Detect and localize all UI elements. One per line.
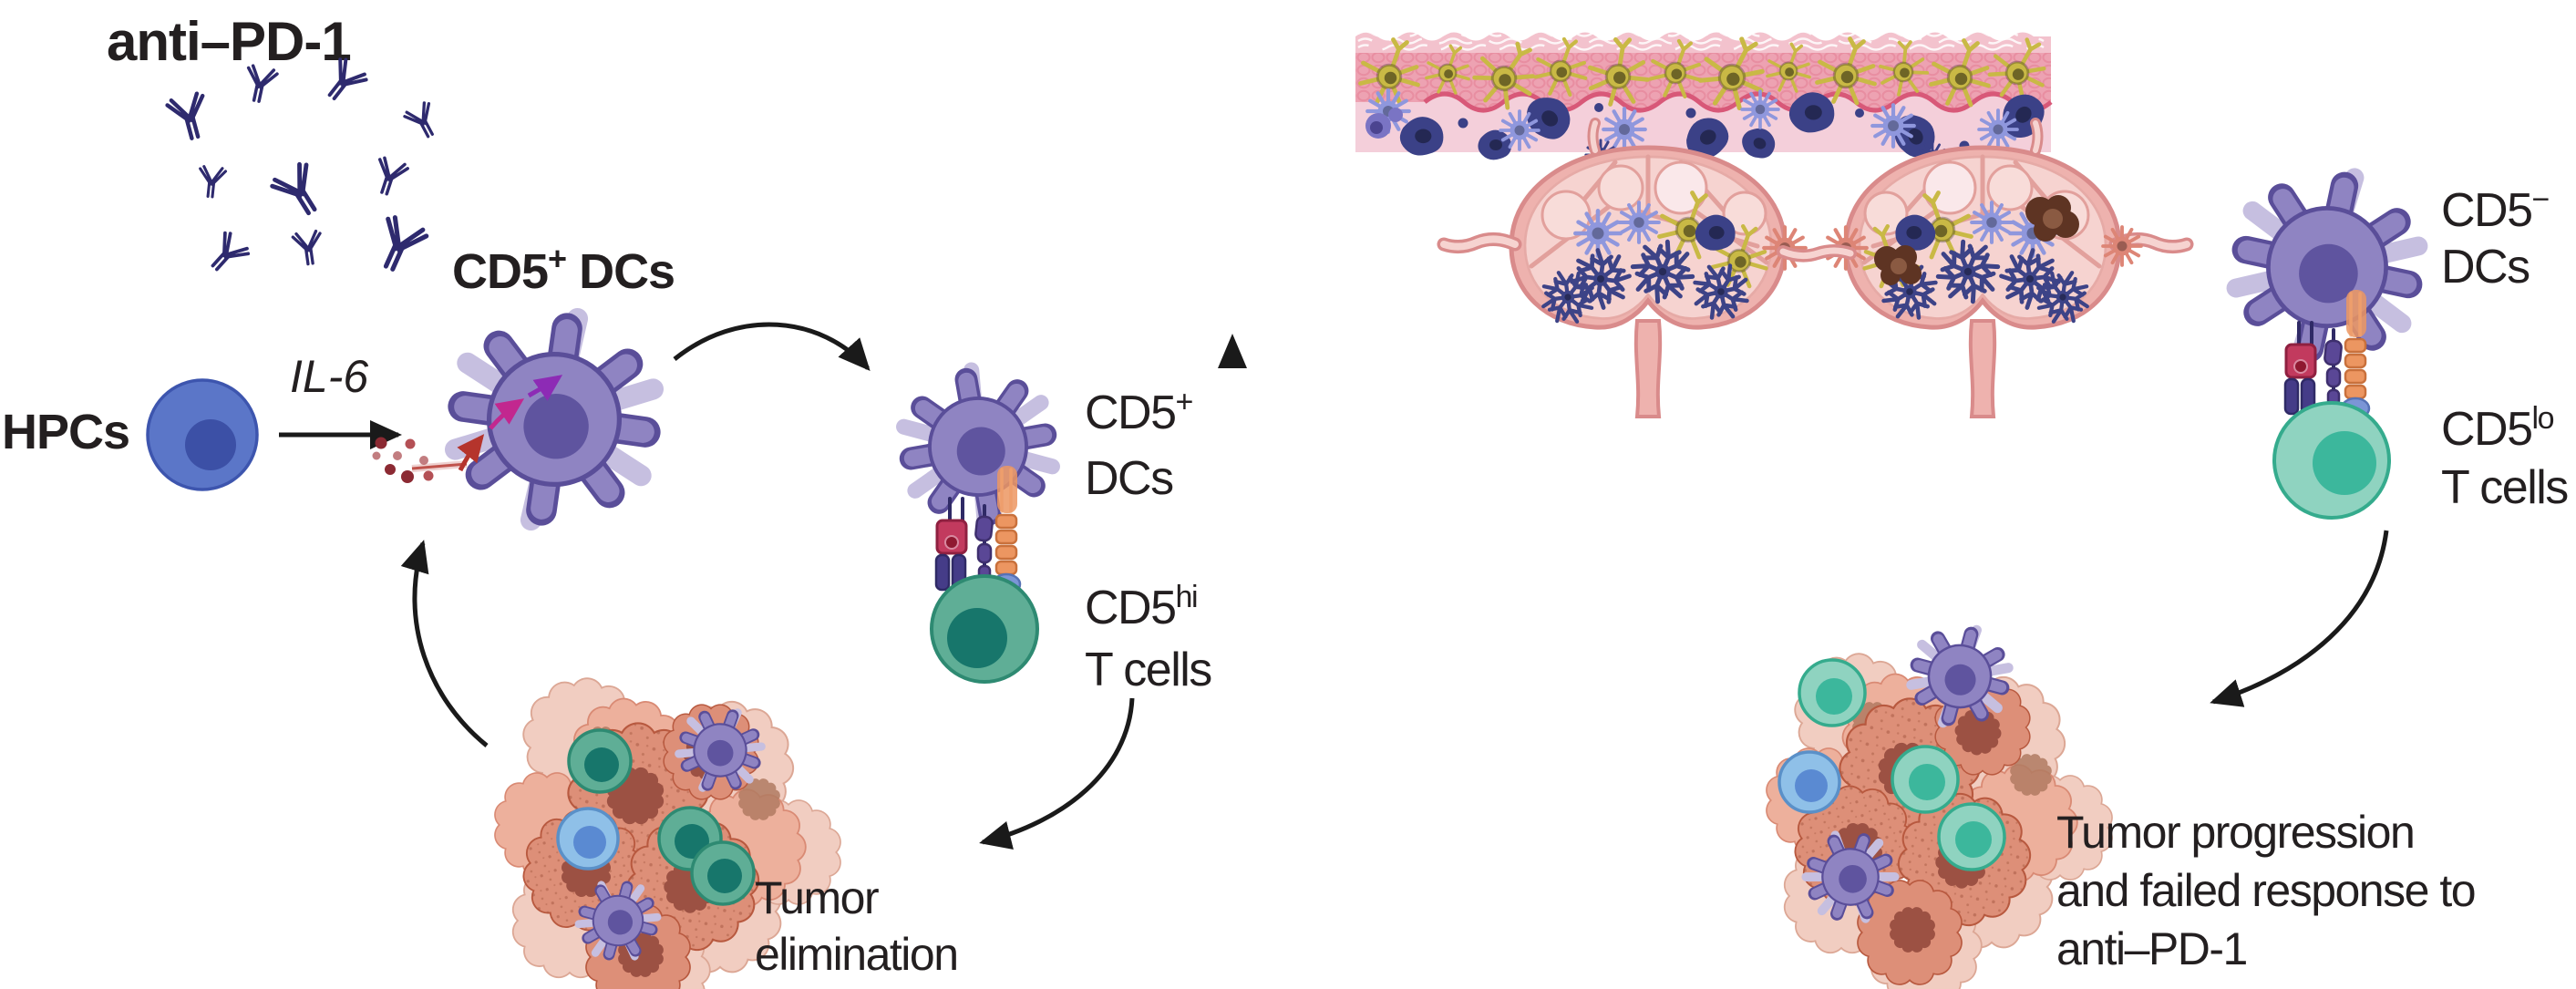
increase-arrow (1218, 334, 1247, 448)
dermal-macrophage (1365, 108, 1403, 139)
il6-label: IL-6 (290, 351, 368, 402)
cd5hi-label-line1: CD5hi (1085, 580, 1197, 634)
hpcs-label: HPCs (2, 405, 129, 459)
blue-immune-cell (1777, 750, 1841, 814)
cd5lo-label-line1: CD5lo (2441, 401, 2554, 456)
signal-arrow-red (457, 434, 485, 472)
antibody-swarm (167, 55, 444, 280)
cd5-dcs-small-label-line2: DCs (1085, 452, 1173, 505)
cd5hi-t-cell-infiltrate (567, 728, 756, 906)
cd5-dcs-small-label-line1: CD5+ (1085, 385, 1193, 439)
tumor-elimination-label-line2: elimination (755, 929, 958, 980)
arrow-tumor-to-dc (400, 540, 489, 747)
arrow-pair-to-tumor (979, 697, 1135, 850)
cd5neg-label-line1: CD5− (2441, 182, 2550, 237)
lymph-node-right (1825, 123, 2187, 417)
tumor-progression-label-line2: and failed response to (2056, 865, 2475, 916)
arrow-dc-to-pair (673, 322, 871, 371)
tumor-eliminated (491, 662, 841, 989)
anti-pd1-title: anti–PD-1 (107, 11, 351, 72)
tumor-progressing (1763, 617, 2113, 989)
cd5neg-label-line2: DCs (2441, 241, 2530, 294)
dermal-immune-cells (1365, 86, 2053, 172)
hpc-cell (146, 378, 259, 491)
tumor-progression-label-line3: anti–PD-1 (2056, 923, 2247, 974)
tumor-elimination-label-line1: Tumor (755, 872, 879, 923)
lymph-node-metastasis (1874, 195, 2079, 285)
signal-arrow-magenta (489, 398, 525, 430)
tumor-progression-label-line1: Tumor progression (2056, 807, 2414, 858)
signal-arrow-purple (527, 375, 563, 401)
cd5lo-t-cell (2272, 401, 2391, 520)
skin-cross-section (1355, 30, 2053, 172)
inter-node-vessel (1777, 244, 1857, 263)
cd5lo-label-line2: T cells (2441, 461, 2568, 514)
cd5-dcs-bold-label: CD5+ DCs (452, 240, 675, 299)
arrow-pair-to-tumor-right (2210, 530, 2389, 707)
lymph-node-left (1444, 123, 1806, 417)
cd5lo-t-cell-infiltrate (1798, 658, 2006, 871)
cd5-dc-large-cell (411, 304, 662, 534)
cd5hi-t-cell (930, 574, 1039, 684)
blue-immune-cell (556, 807, 620, 871)
cd5-dc-small-cell (896, 359, 1060, 534)
il6-cytokine-dots (372, 437, 434, 483)
cd5hi-label-line2: T cells (1085, 644, 1211, 696)
